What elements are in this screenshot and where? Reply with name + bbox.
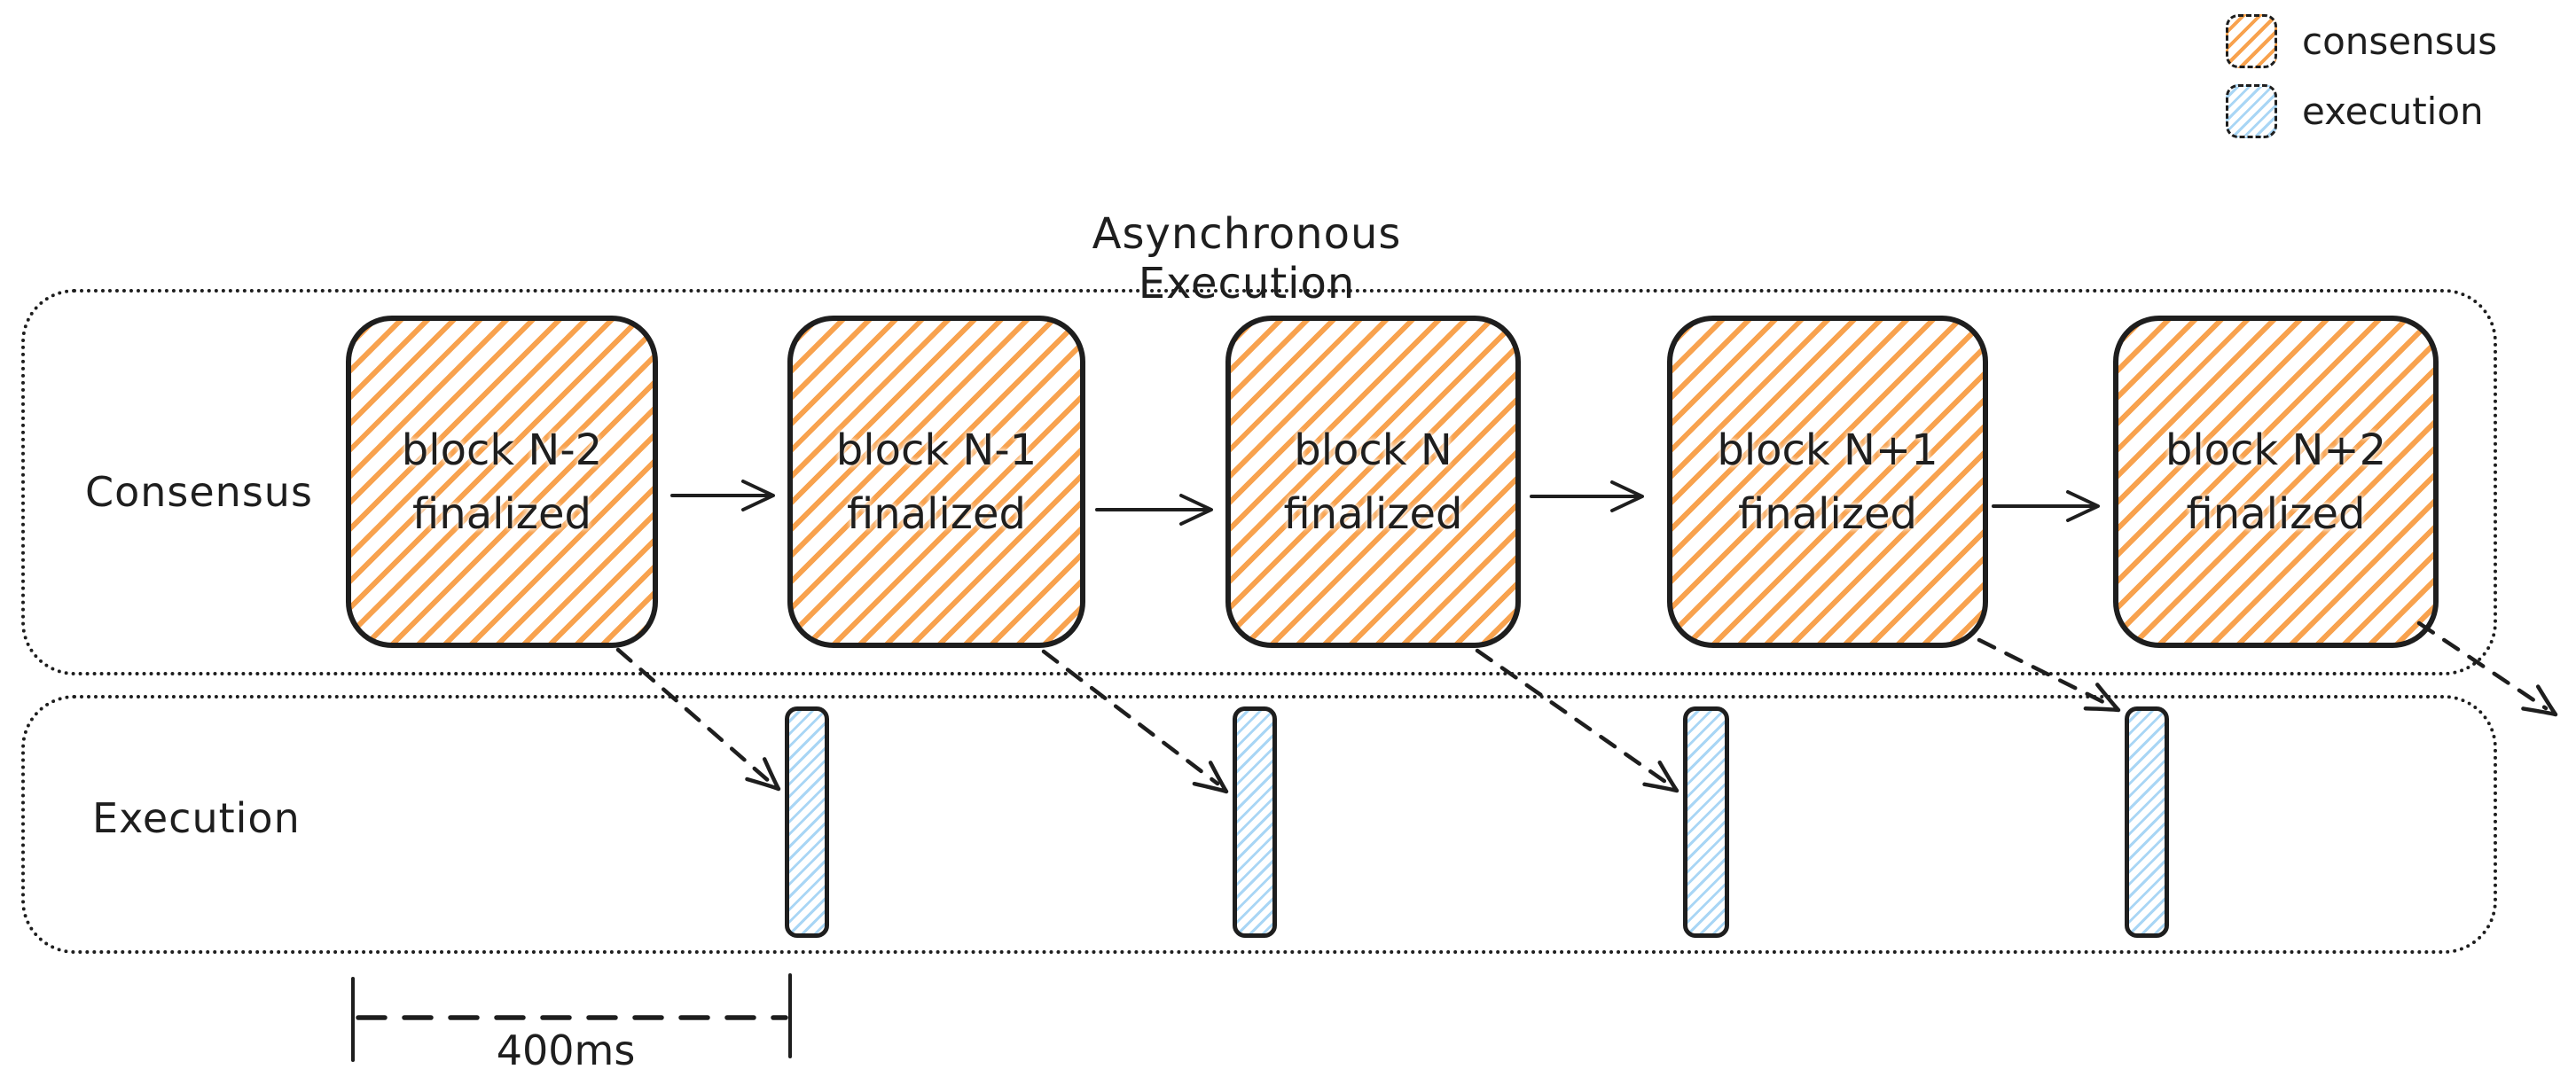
execution-swatch-icon: [2226, 84, 2277, 138]
consensus-block-n-2: block N-2 finalized: [346, 316, 658, 648]
block-label-line1: block N: [1294, 425, 1452, 475]
block-label-line1: block N+1: [1717, 425, 1938, 475]
block-label-line2: finalized: [412, 488, 591, 539]
execution-bar-3: [1683, 706, 1729, 938]
legend: consensus execution: [2226, 14, 2497, 138]
block-label-line2: finalized: [2186, 488, 2366, 539]
consensus-block-n: block N finalized: [1225, 316, 1521, 648]
execution-bar-2: [1233, 706, 1277, 938]
block-label-line1: block N-1: [835, 425, 1037, 475]
execution-bar-4: [2125, 706, 2169, 938]
legend-item-execution: execution: [2226, 84, 2497, 138]
legend-label-consensus: consensus: [2302, 20, 2498, 63]
execution-lane: [21, 695, 2497, 954]
block-label-line1: block N-2: [401, 425, 603, 475]
block-label-line2: finalized: [847, 488, 1026, 539]
legend-label-execution: execution: [2302, 90, 2484, 133]
consensus-swatch-icon: [2226, 14, 2277, 68]
consensus-lane: [21, 289, 2497, 675]
legend-item-consensus: consensus: [2226, 14, 2497, 68]
diagram-title: Asynchronous Execution: [1092, 209, 1402, 308]
execution-lane-label: Execution: [92, 794, 301, 842]
consensus-lane-label: Consensus: [85, 468, 313, 516]
consensus-block-n-1: block N-1 finalized: [787, 316, 1085, 648]
block-label-line1: block N+2: [2165, 425, 2387, 475]
block-label-line2: finalized: [1283, 488, 1463, 539]
consensus-block-n-plus-1: block N+1 finalized: [1667, 316, 1988, 648]
block-label-line2: finalized: [1738, 488, 1917, 539]
consensus-block-n-plus-2: block N+2 finalized: [2113, 316, 2439, 648]
execution-bar-1: [785, 706, 829, 938]
measurement-label: 400ms: [496, 1026, 636, 1074]
